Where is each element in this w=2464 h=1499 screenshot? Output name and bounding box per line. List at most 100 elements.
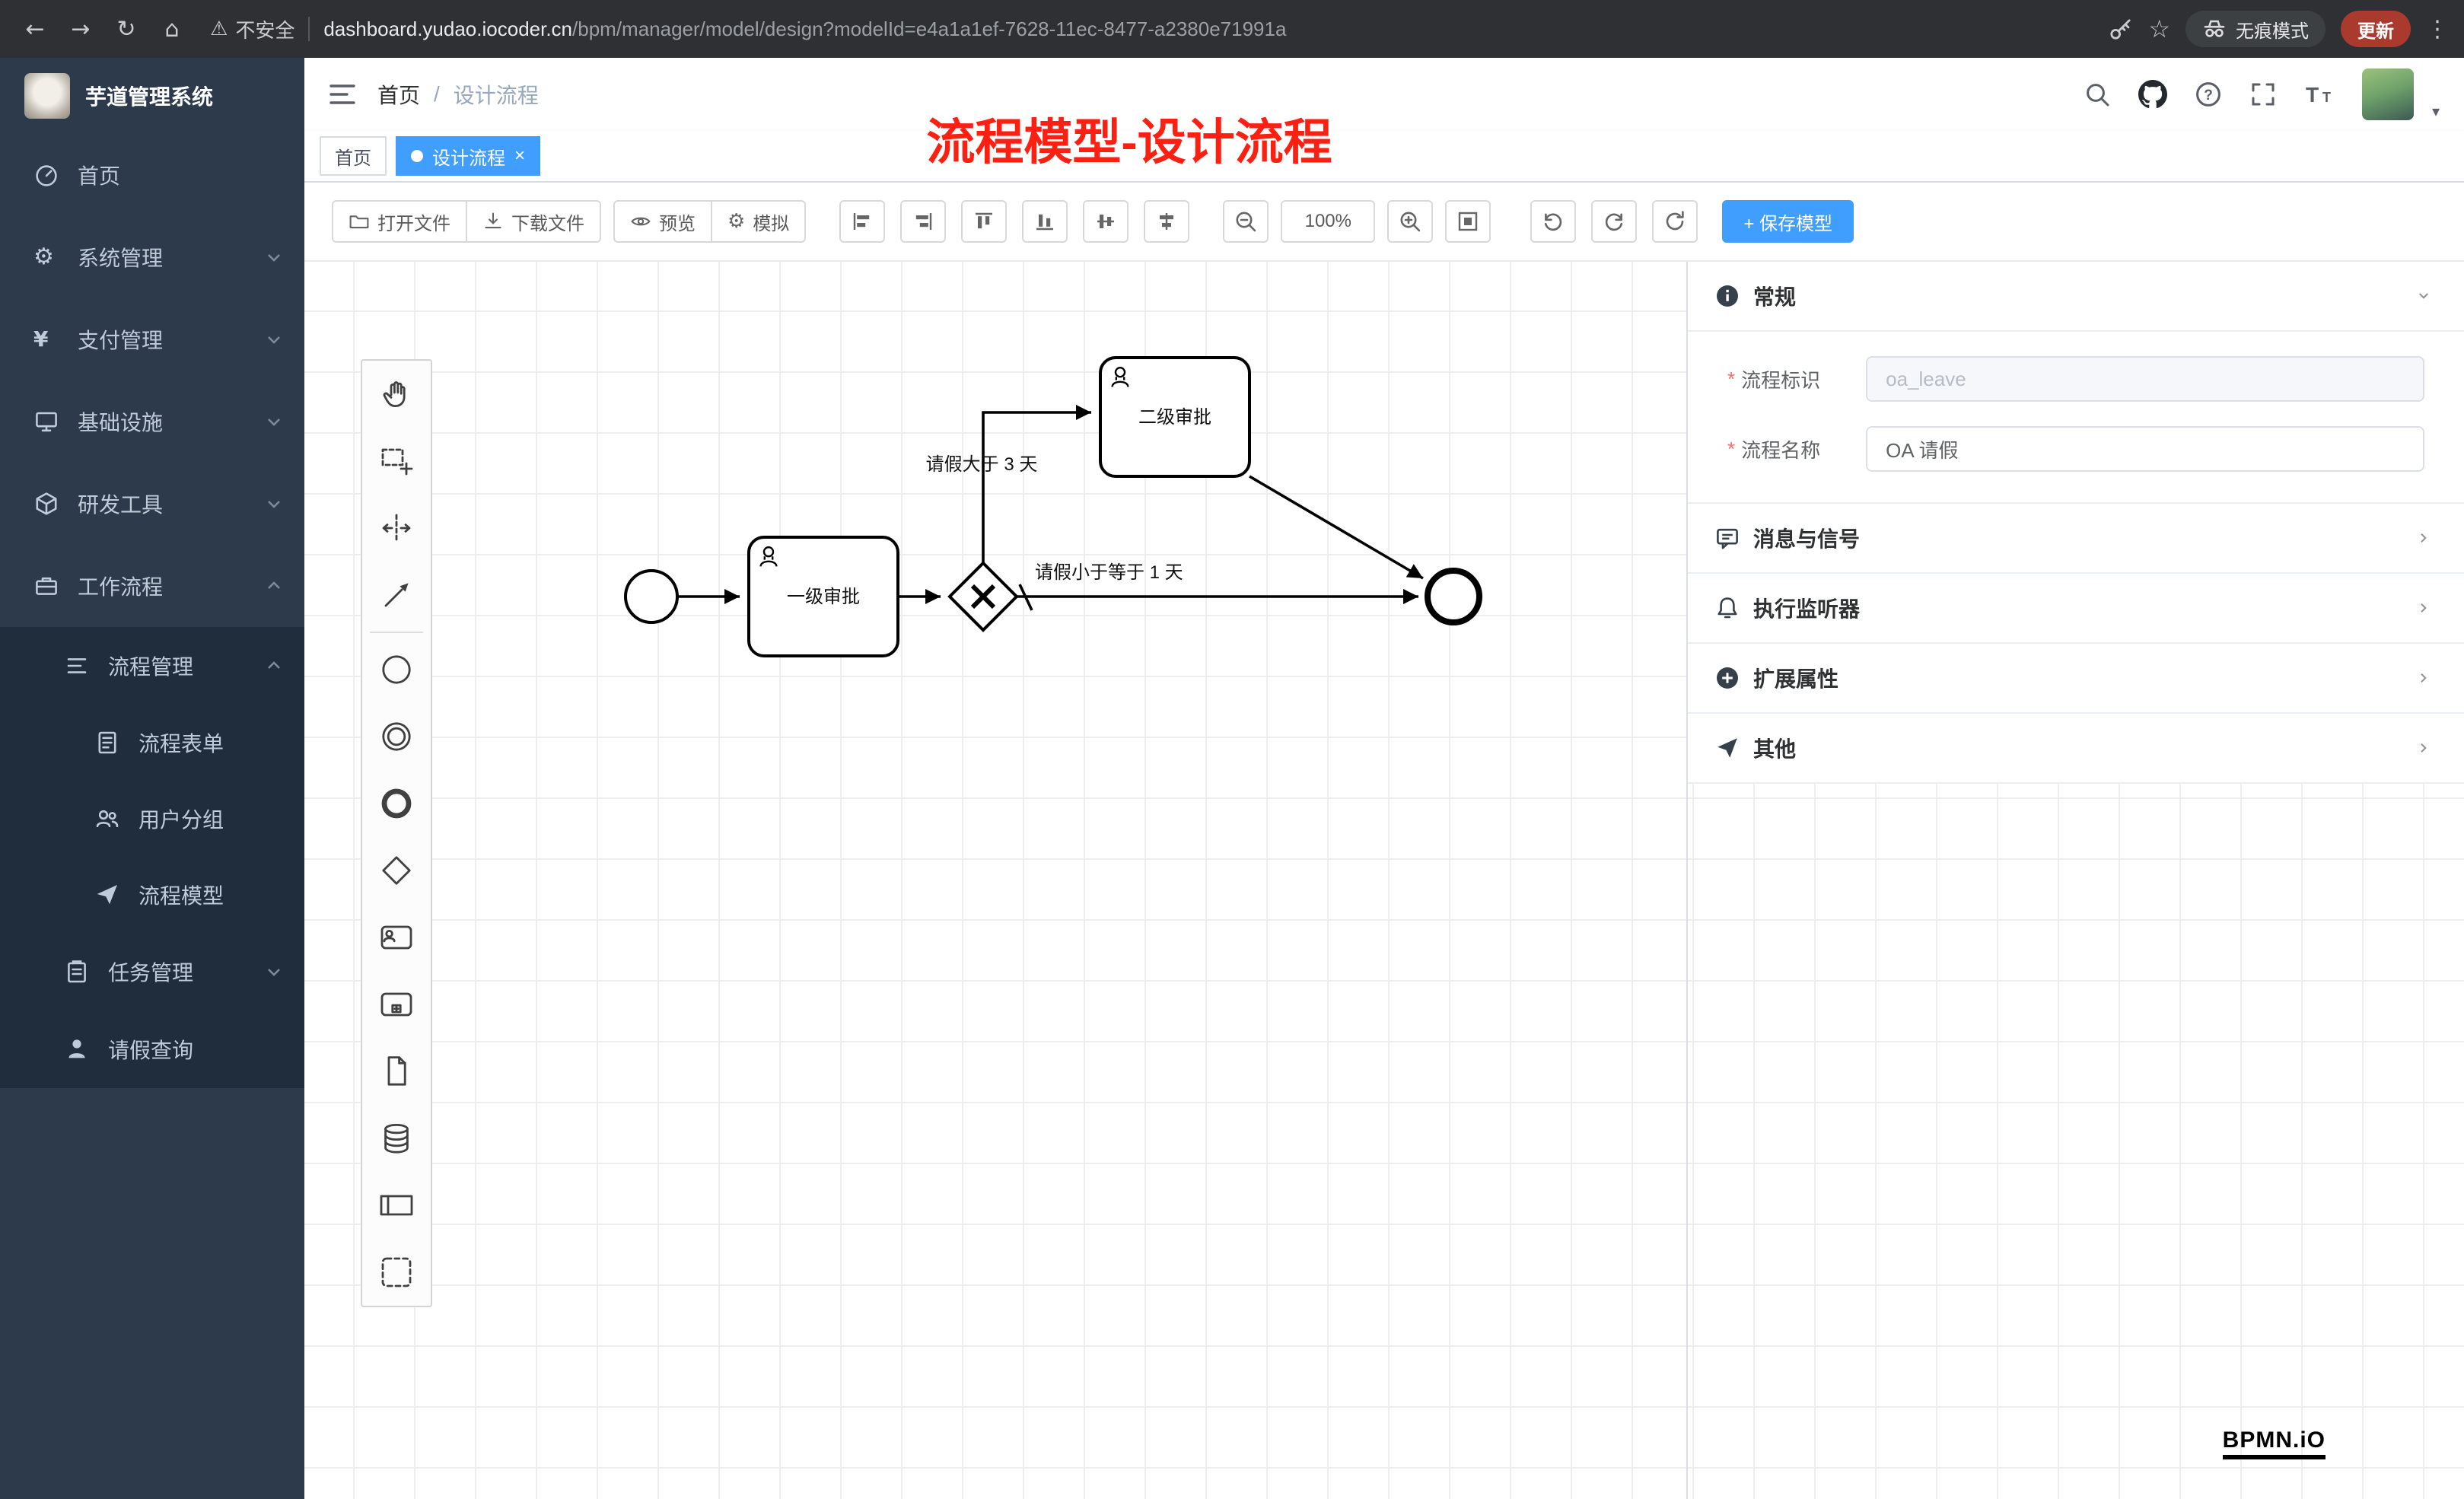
chevron-right-icon: [2421, 603, 2427, 613]
palette-create-gateway[interactable]: [362, 837, 431, 904]
palette-lasso-tool[interactable]: [362, 428, 431, 495]
redo-button[interactable]: [1591, 200, 1638, 243]
zoom-level[interactable]: 100%: [1281, 200, 1376, 243]
fullscreen-icon[interactable]: [2249, 81, 2277, 108]
align-right-button[interactable]: [900, 200, 947, 243]
section-messages-signals[interactable]: 消息与信号: [1688, 504, 2464, 574]
palette-create-data-object[interactable]: [362, 1038, 431, 1105]
sidebar-item-devtools[interactable]: 研发工具: [0, 463, 304, 545]
annotation-overlay: 流程模型-设计流程: [926, 115, 1332, 170]
align-center-horizontal-button[interactable]: [1083, 200, 1129, 243]
tab-home[interactable]: 首页: [320, 136, 387, 176]
download-file-button[interactable]: 下载文件: [466, 200, 601, 243]
forward-icon[interactable]: →: [71, 15, 91, 43]
help-icon[interactable]: ?: [2195, 81, 2222, 108]
address-bar[interactable]: ⚠ 不安全 dashboard.yudao.iocoder.cn/bpm/man…: [210, 15, 2087, 43]
section-general[interactable]: 常规: [1688, 262, 2464, 332]
user-avatar[interactable]: [2361, 68, 2414, 120]
breadcrumb-home[interactable]: 首页: [377, 84, 421, 107]
sidebar-logo[interactable]: 芋道管理系统: [0, 58, 304, 134]
open-file-button[interactable]: 打开文件: [332, 200, 467, 243]
sidebar-item-process-forms[interactable]: 流程表单: [0, 705, 304, 781]
palette-create-subprocess[interactable]: [362, 971, 431, 1038]
zoom-in-button[interactable]: [1387, 200, 1434, 243]
process-name-input[interactable]: [1866, 426, 2424, 472]
chevron-up-icon: [268, 661, 280, 669]
palette-space-tool[interactable]: [362, 495, 431, 562]
process-key-row: * 流程标识: [1727, 356, 2424, 402]
palette-hand-tool[interactable]: [362, 361, 431, 428]
undo-button[interactable]: [1530, 200, 1577, 243]
sidebar-item-workflow[interactable]: 工作流程: [0, 545, 304, 627]
button-label: 下载文件: [511, 213, 584, 234]
flow-task2-to-end[interactable]: [1249, 475, 1424, 580]
section-other[interactable]: 其他: [1688, 714, 2464, 784]
github-icon[interactable]: [2138, 80, 2167, 109]
flow-gateway-to-task2[interactable]: [982, 405, 1091, 563]
palette-create-participant[interactable]: [362, 1172, 431, 1239]
back-icon[interactable]: ←: [25, 15, 45, 43]
section-execution-listeners[interactable]: 执行监听器: [1688, 574, 2464, 644]
home-icon[interactable]: ⌂: [164, 15, 180, 43]
process-name-label: 流程名称: [1741, 438, 1821, 462]
tab-design-process[interactable]: 设计流程 ×: [396, 136, 541, 176]
zoom-out-button[interactable]: [1223, 200, 1269, 243]
close-icon[interactable]: ×: [514, 145, 526, 166]
sidebar-item-process-management[interactable]: 流程管理: [0, 627, 304, 705]
align-center-vertical-button[interactable]: [1144, 200, 1190, 243]
save-model-button[interactable]: + 保存模型: [1722, 200, 1854, 243]
chevron-right-icon: [2421, 673, 2427, 683]
sidebar-item-home[interactable]: 首页: [0, 134, 304, 216]
palette-create-group[interactable]: [362, 1239, 431, 1306]
align-right-icon: [916, 213, 932, 230]
reload-icon[interactable]: ↻: [116, 15, 136, 43]
align-top-button[interactable]: [961, 200, 1008, 243]
preview-button[interactable]: 预览: [613, 200, 712, 243]
palette-create-start-event[interactable]: [362, 636, 431, 703]
fit-viewport-button[interactable]: [1445, 200, 1491, 243]
sidebar-item-system[interactable]: ⚙ 系统管理: [0, 216, 304, 298]
end-event-icon: [381, 788, 412, 819]
sidebar-item-user-groups[interactable]: 用户分组: [0, 781, 304, 857]
section-extended-attributes[interactable]: 扩展属性: [1688, 644, 2464, 714]
bpmn-canvas[interactable]: 请假大于 3 天 请假小于等于 1 天 一级审批: [304, 262, 2464, 1499]
group-icon: [381, 1257, 412, 1287]
browser-menu-icon[interactable]: ⋮: [2426, 15, 2449, 43]
restart-button[interactable]: [1652, 200, 1698, 243]
process-key-input: [1866, 356, 2424, 402]
sidebar-item-payment[interactable]: ¥ 支付管理: [0, 298, 304, 380]
palette-create-user-task[interactable]: [362, 904, 431, 971]
user-task-level1[interactable]: 一级审批: [747, 536, 899, 657]
palette-global-connect-tool[interactable]: [362, 562, 431, 629]
key-icon[interactable]: [2109, 17, 2133, 41]
sidebar-item-process-models[interactable]: 流程模型: [0, 857, 304, 933]
palette-create-end-event[interactable]: [362, 770, 431, 837]
sidebar-item-infrastructure[interactable]: 基础设施: [0, 380, 304, 463]
chevron-down-icon: [268, 969, 280, 976]
bookmark-star-icon[interactable]: ☆: [2148, 14, 2170, 43]
sidebar-item-leave-query[interactable]: 请假查询: [0, 1010, 304, 1088]
bpmn-io-watermark[interactable]: BPMN.iO: [2222, 1427, 2326, 1459]
simulate-button[interactable]: ⚙ 模拟: [711, 200, 807, 243]
palette-create-intermediate-event[interactable]: [362, 703, 431, 770]
start-event-shape[interactable]: [624, 569, 679, 624]
sidebar-item-label: 用户分组: [138, 808, 224, 832]
update-button[interactable]: 更新: [2341, 11, 2411, 47]
align-bottom-button[interactable]: [1022, 200, 1068, 243]
users-icon: [96, 810, 119, 828]
avatar-caret-icon[interactable]: ▾: [2431, 102, 2440, 120]
tags-view: 首页 设计流程 ×: [304, 131, 2464, 183]
user-task-level2[interactable]: 二级审批: [1099, 356, 1251, 478]
search-icon[interactable]: [2084, 81, 2111, 108]
redo-icon: [1606, 213, 1623, 231]
exclusive-gateway-shape[interactable]: [947, 561, 1019, 632]
end-event-shape[interactable]: [1425, 568, 1482, 625]
hamburger-icon[interactable]: [329, 82, 356, 107]
document-icon: [98, 731, 116, 754]
section-title: 消息与信号: [1753, 527, 1861, 551]
align-left-button[interactable]: [839, 200, 886, 243]
palette-create-data-store[interactable]: [362, 1105, 431, 1172]
sidebar-item-task-management[interactable]: 任务管理: [0, 933, 304, 1010]
incognito-badge[interactable]: 无痕模式: [2185, 11, 2326, 47]
